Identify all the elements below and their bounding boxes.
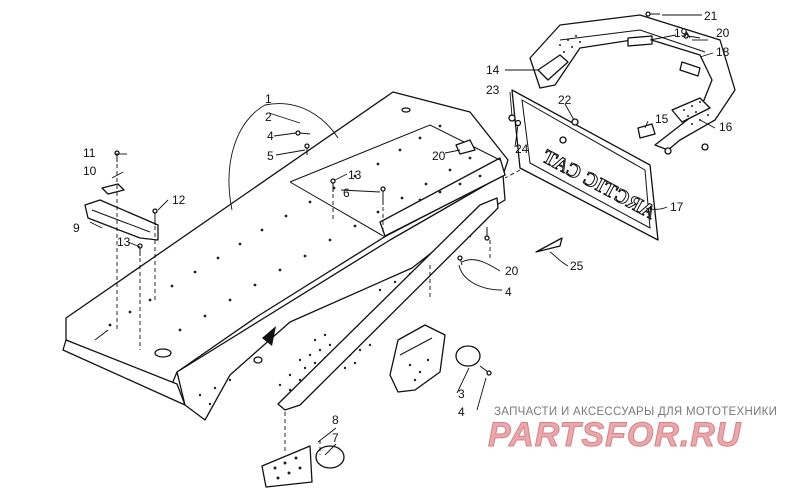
callout-3: 3 (458, 387, 465, 401)
callout-25: 25 (570, 259, 584, 273)
mount-plate (389, 324, 481, 393)
callout-13: 13 (117, 235, 131, 249)
callout-22: 22 (558, 93, 572, 107)
callout-10: 10 (83, 164, 97, 178)
callout-5: 5 (267, 149, 274, 163)
callout-20: 20 (432, 149, 446, 163)
callout-18: 18 (716, 45, 730, 59)
callout-6: 6 (343, 186, 350, 200)
screws (114, 11, 709, 376)
callout-23: 23 (486, 83, 500, 97)
callout-15: 15 (655, 112, 669, 126)
callout-7: 7 (332, 431, 339, 445)
callout-9: 9 (73, 221, 80, 235)
clip (637, 123, 656, 139)
watermark-logo: PARTSFOR.RU (487, 416, 742, 455)
callout-8: 8 (332, 413, 339, 427)
callout-14: 14 (486, 63, 500, 77)
callout-16: 16 (719, 120, 733, 134)
callout-4: 4 (458, 405, 465, 419)
callout-2: 2 (265, 110, 272, 124)
tunnel (62, 91, 509, 421)
front-bracket (84, 183, 159, 241)
callout-1: 1 (265, 92, 272, 106)
hitch-bracket (455, 139, 476, 155)
callout-4: 4 (267, 129, 274, 143)
callout-20: 20 (716, 26, 730, 40)
callout-12: 12 (172, 193, 186, 207)
callout-24: 24 (515, 142, 529, 156)
callout-11: 11 (83, 146, 96, 160)
leader-lines (89, 14, 716, 456)
shim (535, 237, 563, 253)
callout-19: 19 (674, 26, 688, 40)
callout-17: 17 (670, 200, 684, 214)
callout-4: 4 (505, 285, 512, 299)
callouts: 1 2 4 5 13 6 20 11 10 9 12 13 14 23 22 2… (73, 9, 733, 445)
rear-bumper (529, 14, 736, 151)
callout-21: 21 (704, 9, 718, 23)
side-rail (277, 197, 499, 411)
callout-13: 13 (348, 168, 362, 182)
callout-20: 20 (505, 264, 519, 278)
snow-flap: ARCTIC CAT (511, 89, 660, 241)
watermark-subtitle: ЗАПЧАСТИ И АКСЕССУАРЫ ДЛЯ МОТОТЕХНИКИ (494, 406, 778, 418)
tie-plate (261, 445, 345, 488)
hidden-lines (116, 164, 521, 455)
